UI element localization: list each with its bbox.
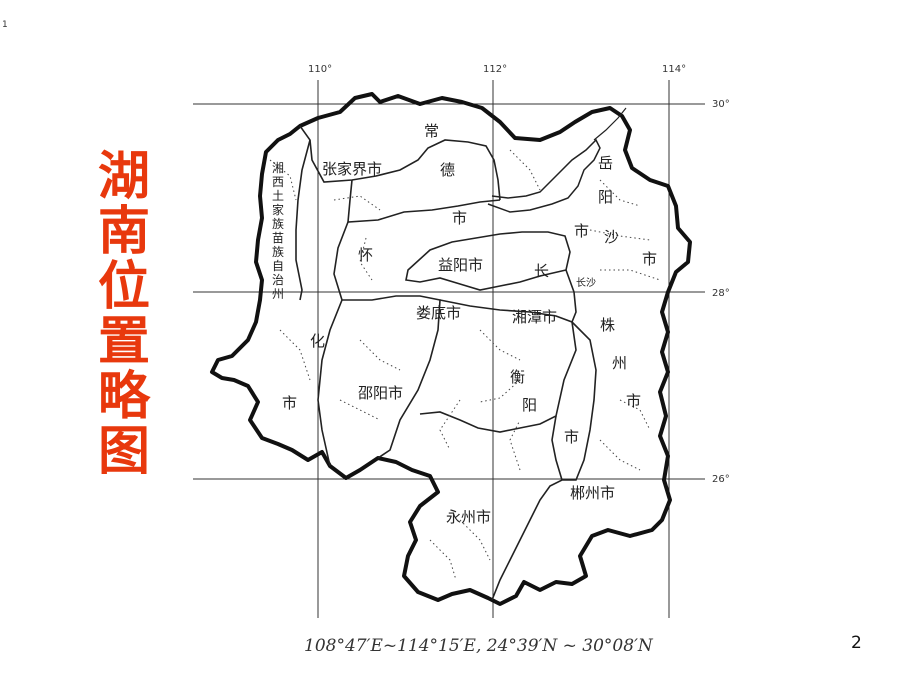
region-label-zhuzhou: 州 (612, 354, 627, 372)
region-label-zhuzhou: 株 (600, 316, 615, 334)
region-label-yueyang: 岳 (598, 154, 613, 172)
coordinate-range-caption: 108°47′E~114°15′E, 24°39′N ~ 30°08′N (304, 636, 653, 656)
region-label-huaihua: 化 (310, 332, 325, 350)
corner-mark: 1 (2, 20, 8, 30)
latitude-label: 30° (712, 99, 730, 110)
region-label-huaihua: 怀 (358, 246, 373, 264)
boundary-zhangjiajie (299, 125, 501, 201)
longitude-label: 112° (483, 64, 507, 75)
region-label-shaoyang: 邵阳市 (358, 384, 403, 402)
boundary-zhuzhou (491, 269, 597, 601)
region-label-changde: 市 (452, 209, 467, 227)
region-label-hengyang: 衡 (510, 368, 525, 386)
region-label-yongzhou: 永州市 (446, 508, 491, 526)
region-label-xiangxi: 自 (272, 259, 284, 273)
region-label-xiangxi: 西 (272, 175, 284, 189)
region-label-zhangjiajie: 张家界市 (322, 160, 382, 178)
region-label-huaihua: 市 (282, 394, 297, 412)
title-char: 图 (97, 422, 150, 482)
region-label-xiangxi: 州 (272, 287, 284, 301)
county-boundaries (269, 149, 661, 581)
latitude-label: 26° (712, 474, 730, 485)
region-label-xiangxi: 湘 (272, 160, 284, 175)
region-label-hengyang: 阳 (522, 396, 537, 414)
region-label-yueyang: 市 (574, 222, 589, 240)
region-label-yueyang: 阳 (598, 188, 613, 206)
title-char: 位 (97, 257, 150, 317)
title-char: 略 (97, 367, 150, 427)
longitude-label: 110° (308, 64, 332, 75)
region-label-hengyang: 市 (564, 428, 579, 446)
region-label-xiangxi: 族 (272, 245, 284, 259)
region-label-changsha: 市 (642, 250, 657, 268)
region-label-changde: 常 (424, 122, 439, 140)
boundary-xiangxi (295, 139, 311, 301)
page-number: 2 (851, 633, 862, 653)
region-label-zhuzhou: 市 (626, 392, 641, 410)
dongting-lake (487, 138, 601, 213)
region-label-loudi: 娄底市 (416, 304, 461, 322)
region-label-xiangxi: 族 (272, 217, 284, 231)
region-label-xiangtan: 湘潭市 (512, 308, 557, 326)
city-label-changsha: 长沙 (576, 277, 596, 289)
boundary-chenzhou (551, 415, 563, 481)
longitude-label: 114° (662, 64, 686, 75)
title-char: 置 (97, 312, 150, 372)
boundary-hengyang (419, 299, 577, 433)
prefecture-boundaries (295, 125, 597, 601)
region-label-yiyang: 益阳市 (438, 256, 483, 274)
province-outline (210, 92, 692, 606)
boundary-loudi-shaoyang (342, 295, 441, 459)
boundary-changde-yiyang (347, 179, 501, 223)
region-label-changde: 德 (440, 161, 455, 179)
region-label-changsha: 长 (534, 262, 549, 280)
map-grid (193, 80, 705, 618)
region-label-xiangxi: 治 (272, 273, 284, 287)
region-label-xiangxi: 土 (272, 189, 284, 203)
title-char: 湖 (97, 147, 150, 207)
boundary-huaihua (317, 221, 349, 467)
yangtze-river (593, 107, 627, 141)
title-char: 南 (97, 202, 150, 262)
region-labels: 湘 西 土 家 族 苗 族 自 治 州 张家界市 常 德 市 岳 阳 市 怀 化… (272, 122, 657, 526)
boundary-yiyang (405, 231, 571, 291)
region-label-xiangxi: 苗 (272, 231, 284, 245)
region-label-xiangxi: 家 (272, 202, 284, 217)
slide-title: 湖 南 位 置 略 图 (94, 150, 154, 480)
region-label-changsha: 沙 (604, 228, 619, 246)
region-label-chenzhou: 郴州市 (570, 484, 615, 502)
latitude-label: 28° (712, 288, 730, 299)
